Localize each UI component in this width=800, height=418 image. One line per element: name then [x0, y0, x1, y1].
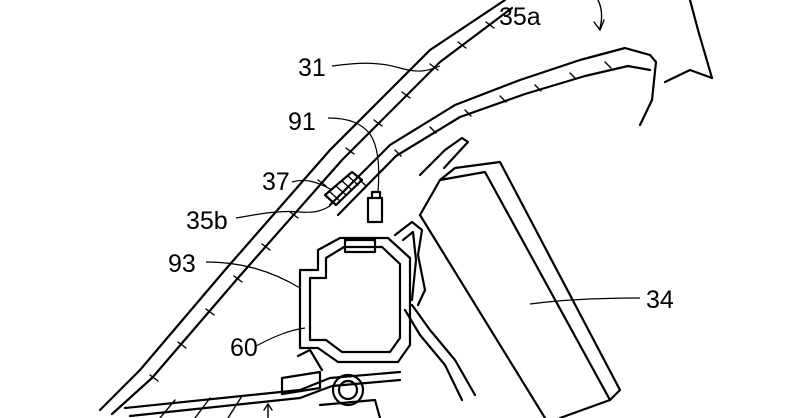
arrow-indicator: [593, 0, 605, 32]
labels: 35a 31 91 37 35b 93 60 34: [168, 3, 674, 362]
mounting-frame: [393, 220, 477, 402]
label-37: 37: [262, 168, 290, 196]
label-60: 60: [230, 334, 258, 362]
label-35b: 35b: [186, 207, 228, 235]
leader-lines: [205, 62, 641, 347]
clip-91: [366, 190, 384, 224]
bottom-plate: [123, 348, 402, 418]
inner-cover-35: [328, 46, 658, 217]
housing-93: [298, 236, 412, 364]
seal-37: [323, 170, 364, 207]
label-93: 93: [168, 250, 196, 278]
unit-34: [418, 160, 622, 418]
label-91: 91: [288, 108, 316, 136]
label-31: 31: [298, 54, 326, 82]
label-35a: 35a: [499, 3, 541, 31]
outer-shell-31: [98, 0, 514, 416]
right-panel: [663, 0, 714, 84]
label-34: 34: [646, 286, 674, 314]
